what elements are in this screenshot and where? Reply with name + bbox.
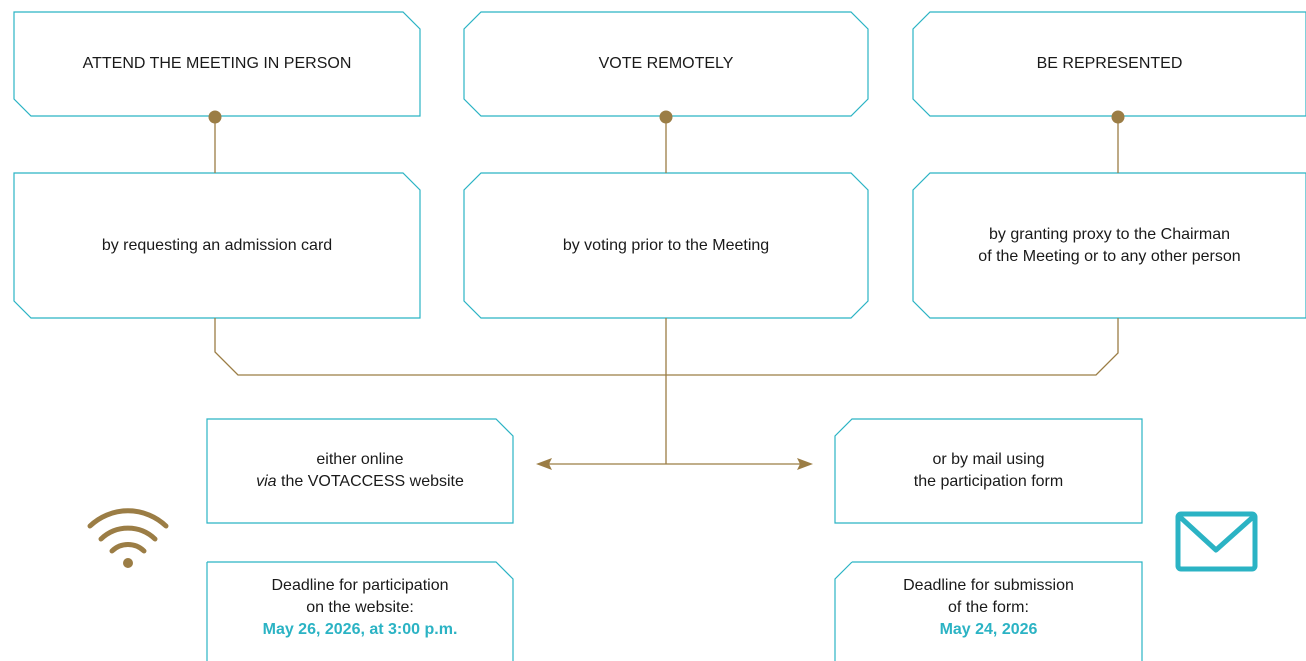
box-granting-proxy: [912, 172, 1306, 319]
online-deadline-date: May 26, 2026, at 3:00 p.m.: [262, 621, 458, 638]
box-be-represented: [912, 11, 1306, 117]
box-admission-card: [13, 172, 421, 319]
wifi-icon: [87, 508, 169, 568]
label-vote-remotely: VOTE REMOTELY: [598, 55, 734, 72]
box-attend-in-person: [13, 11, 421, 117]
box-mail-deadline: [834, 561, 1143, 661]
arrow-left-icon: [536, 458, 552, 470]
label-attend-in-person: ATTEND THE MEETING IN PERSON: [82, 55, 352, 72]
label-mail: or by mail using the participation form: [913, 451, 1064, 490]
label-online: either online via the VOTACCESS website: [256, 451, 464, 490]
label-voting-prior: by voting prior to the Meeting: [562, 236, 770, 254]
box-mail: [834, 418, 1143, 524]
envelope-icon: [1175, 511, 1258, 572]
connector-dot-center: [659, 110, 673, 124]
label-mail-deadline: Deadline for submission of the form: May…: [835, 570, 1142, 646]
box-voting-prior: [463, 172, 869, 319]
box-online-deadline: [206, 561, 514, 661]
label-admission-card: by requesting an admission card: [101, 236, 333, 254]
connector-dot-right: [1111, 110, 1125, 124]
box-online: [206, 418, 514, 524]
connector-dot-left: [208, 110, 222, 124]
label-online-deadline: Deadline for participation on the websit…: [207, 570, 513, 646]
label-be-represented: BE REPRESENTED: [1036, 55, 1183, 72]
via-text: via: [256, 473, 277, 490]
merge-line: [214, 318, 1119, 376]
arrow-right-icon: [797, 458, 813, 470]
mail-deadline-date: May 24, 2026: [939, 621, 1038, 638]
label-granting-proxy: by granting proxy to the Chairman of the…: [978, 225, 1241, 265]
box-vote-remotely: [463, 11, 869, 117]
